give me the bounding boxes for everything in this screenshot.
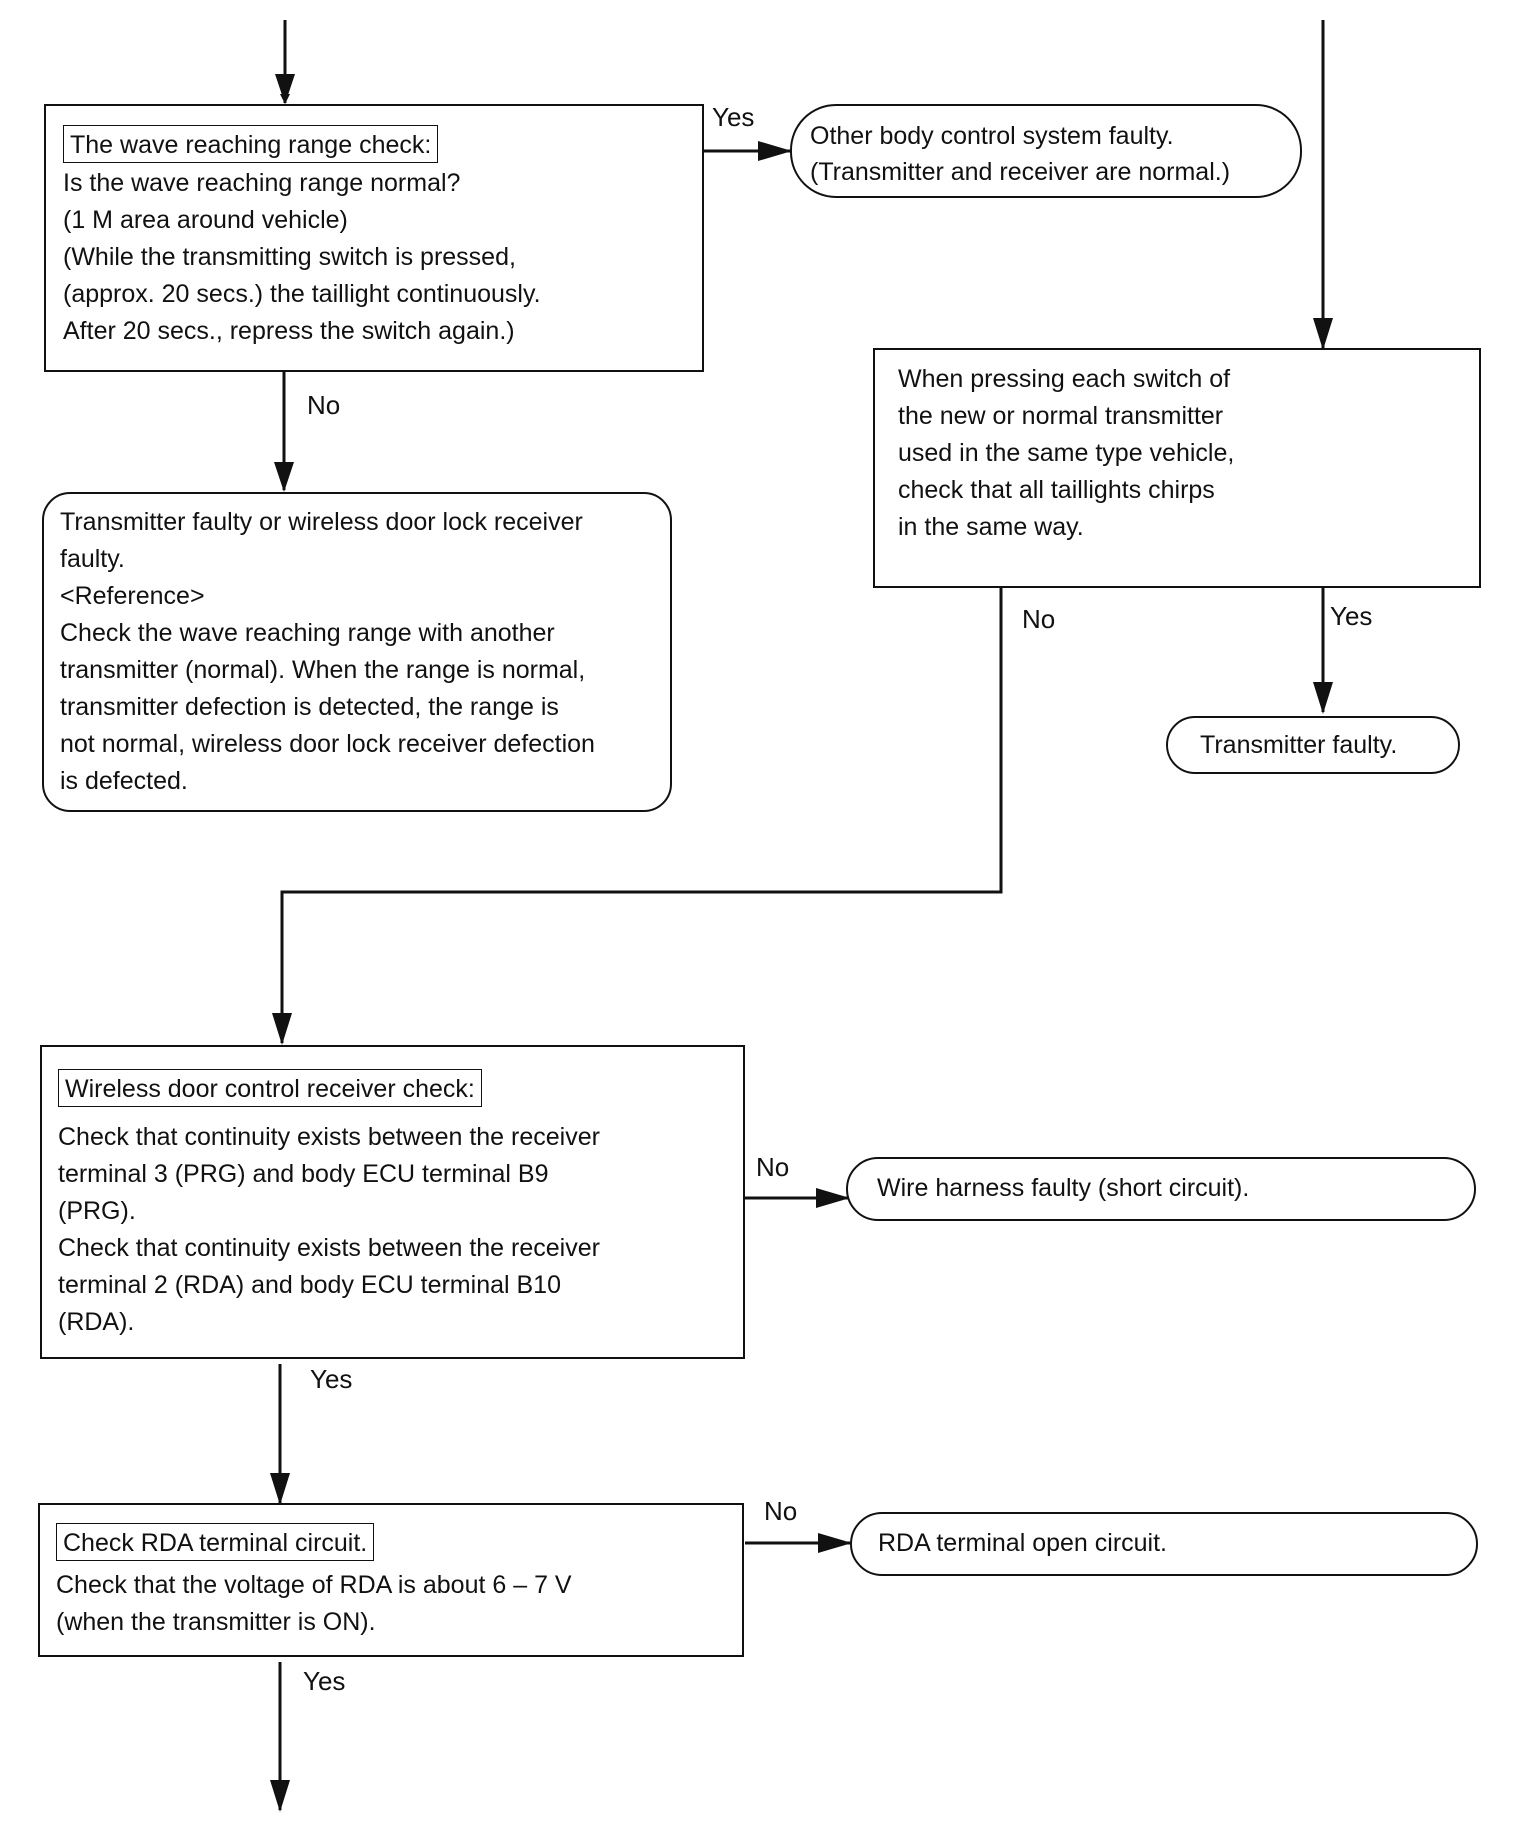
- press-check-text: When pressing each switch of the new or …: [898, 365, 1235, 541]
- wave-check-yes-label: Yes: [712, 102, 755, 132]
- other-faulty-terminal: Other body control system faulty. (Trans…: [790, 104, 1302, 198]
- rda-check-body: Check that the voltage of RDA is about 6…: [56, 1571, 572, 1636]
- arrowhead-press-yes: [1313, 682, 1333, 714]
- tx-faulty-terminal: Transmitter faulty.: [1166, 716, 1460, 774]
- tx-rx-faulty-box: Transmitter faulty or wireless door lock…: [42, 492, 672, 812]
- press-check-no-label: No: [1022, 604, 1056, 634]
- rda-open-terminal: RDA terminal open circuit.: [850, 1512, 1478, 1576]
- rda-check-header: Check RDA terminal circuit.: [56, 1523, 375, 1561]
- rda-check-no-label: No: [764, 1496, 798, 1526]
- receiver-check-header: Wireless door control receiver check:: [58, 1069, 482, 1107]
- wave-check-header: The wave reaching range check:: [63, 125, 439, 163]
- arrowhead-wave-no: [274, 462, 294, 492]
- harness-faulty-text: Wire harness faulty (short circuit).: [877, 1174, 1250, 1202]
- wave-check-body: Is the wave reaching range normal? (1 M …: [63, 169, 541, 345]
- arrowhead-rda-yes: [270, 1780, 290, 1812]
- harness-faulty-terminal: Wire harness faulty (short circuit).: [846, 1157, 1476, 1221]
- arrowhead-into-wave-check: [275, 74, 295, 104]
- rda-check-box: Check RDA terminal circuit. Check that t…: [38, 1503, 744, 1657]
- arrowhead-receiver-yes: [270, 1473, 290, 1505]
- rda-check-yes-label: Yes: [303, 1666, 346, 1696]
- wave-check-box: The wave reaching range check: Is the wa…: [44, 104, 704, 372]
- receiver-check-no-label: No: [756, 1152, 790, 1182]
- arrowhead-receiver-no: [816, 1188, 850, 1208]
- arrowhead-wave-yes: [758, 141, 792, 161]
- press-check-box: When pressing each switch of the new or …: [873, 348, 1481, 588]
- wave-check-no-label: No: [307, 390, 341, 420]
- arrowhead-rda-no: [818, 1533, 852, 1553]
- receiver-check-body: Check that continuity exists between the…: [58, 1123, 600, 1336]
- press-check-yes-label: Yes: [1330, 601, 1373, 631]
- other-faulty-text: Other body control system faulty. (Trans…: [810, 122, 1231, 186]
- tx-faulty-text: Transmitter faulty.: [1200, 731, 1398, 759]
- arrowhead-into-press-check: [1313, 318, 1333, 350]
- receiver-check-yes-label: Yes: [310, 1364, 353, 1394]
- rda-open-text: RDA terminal open circuit.: [878, 1529, 1168, 1557]
- receiver-check-box: Wireless door control receiver check: Ch…: [40, 1045, 745, 1359]
- tx-rx-faulty-text: Transmitter faulty or wireless door lock…: [60, 508, 595, 795]
- arrow-press-no: [280, 588, 1003, 1043]
- arrowhead-press-no: [272, 1013, 292, 1045]
